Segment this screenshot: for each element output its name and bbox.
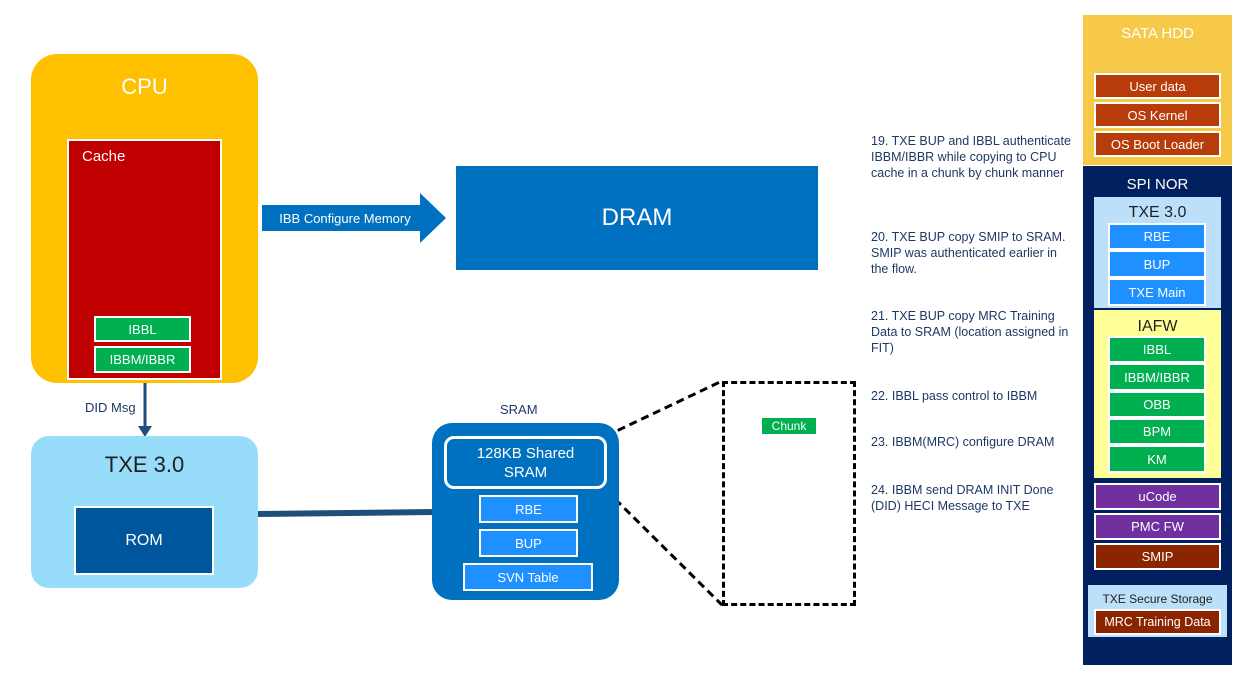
cache-item-ibbm-ibbr: IBBM/IBBR [94,346,191,373]
cache-item-ibbl: IBBL [94,316,191,342]
spi-txe-item-txe-main: TXE Main [1108,278,1206,306]
step-19: 19. TXE BUP and IBBL authenticate IBBM/I… [871,134,1071,180]
cpu-title: CPU [121,74,168,99]
shared-sram-block: 128KB Shared SRAM [444,436,607,489]
zoom-line-top [605,379,723,438]
iafw-item-obb: OBB [1108,391,1206,418]
iafw-item-ibbl: IBBL [1108,336,1206,363]
dram-block: DRAM [456,166,818,270]
iafw-title: IAFW [1137,318,1178,335]
zoom-box [722,381,856,606]
txe-title: TXE 3.0 [104,452,185,477]
sata-item-os-kernel: OS Kernel [1094,102,1221,128]
cache-label: Cache [82,148,126,165]
iafw-item-ibbm-ibbr: IBBM/IBBR [1108,363,1206,391]
ibb-configure-label: IBB Configure Memory [279,210,411,226]
spi-item-pmc-fw: PMC FW [1094,513,1221,540]
rom-block: ROM [74,506,214,575]
sata-hdd-title: SATA HDD [1121,24,1194,42]
sata-item-user-data: User data [1094,73,1221,99]
sram-title: SRAM [500,402,538,417]
did-arrow-head [138,426,152,437]
iafw-item-bpm: BPM [1108,418,1206,445]
spi-txe-item-rbe: RBE [1108,223,1206,250]
txe-secure-storage-title: TXE Secure Storage [1102,592,1213,606]
spi-item-smip: SMIP [1094,543,1221,570]
sram-item-rbe: RBE [479,495,578,523]
chunk-label: Chunk [762,418,816,434]
iafw-item-km: KM [1108,445,1206,473]
did-msg-label: DID Msg [85,400,136,415]
spi-txe-item-bup: BUP [1108,250,1206,278]
mrc-training-data: MRC Training Data [1094,609,1221,635]
txe-sram-line [257,509,433,517]
step-22: 22. IBBL pass control to IBBM [871,389,1038,403]
cache-block [67,139,222,380]
zoom-line-bottom [604,488,724,607]
step-20: 20. TXE BUP copy SMIP to SRAM. SMIP was … [871,230,1066,276]
ibb-configure-arrow [262,193,446,243]
spi-item-ucode: uCode [1094,483,1221,510]
spi-nor-title: SPI NOR [1126,175,1189,193]
step-23: 23. IBBM(MRC) configure DRAM [871,435,1055,449]
sram-item-bup: BUP [479,529,578,557]
step-24: 24. IBBM send DRAM INIT Done (DID) HECI … [871,483,1054,513]
sata-item-os-boot-loader: OS Boot Loader [1094,131,1221,157]
spi-txe-title: TXE 3.0 [1128,204,1187,221]
sram-item-svn-table: SVN Table [463,563,593,591]
step-21: 21. TXE BUP copy MRC Training Data to SR… [871,309,1069,355]
